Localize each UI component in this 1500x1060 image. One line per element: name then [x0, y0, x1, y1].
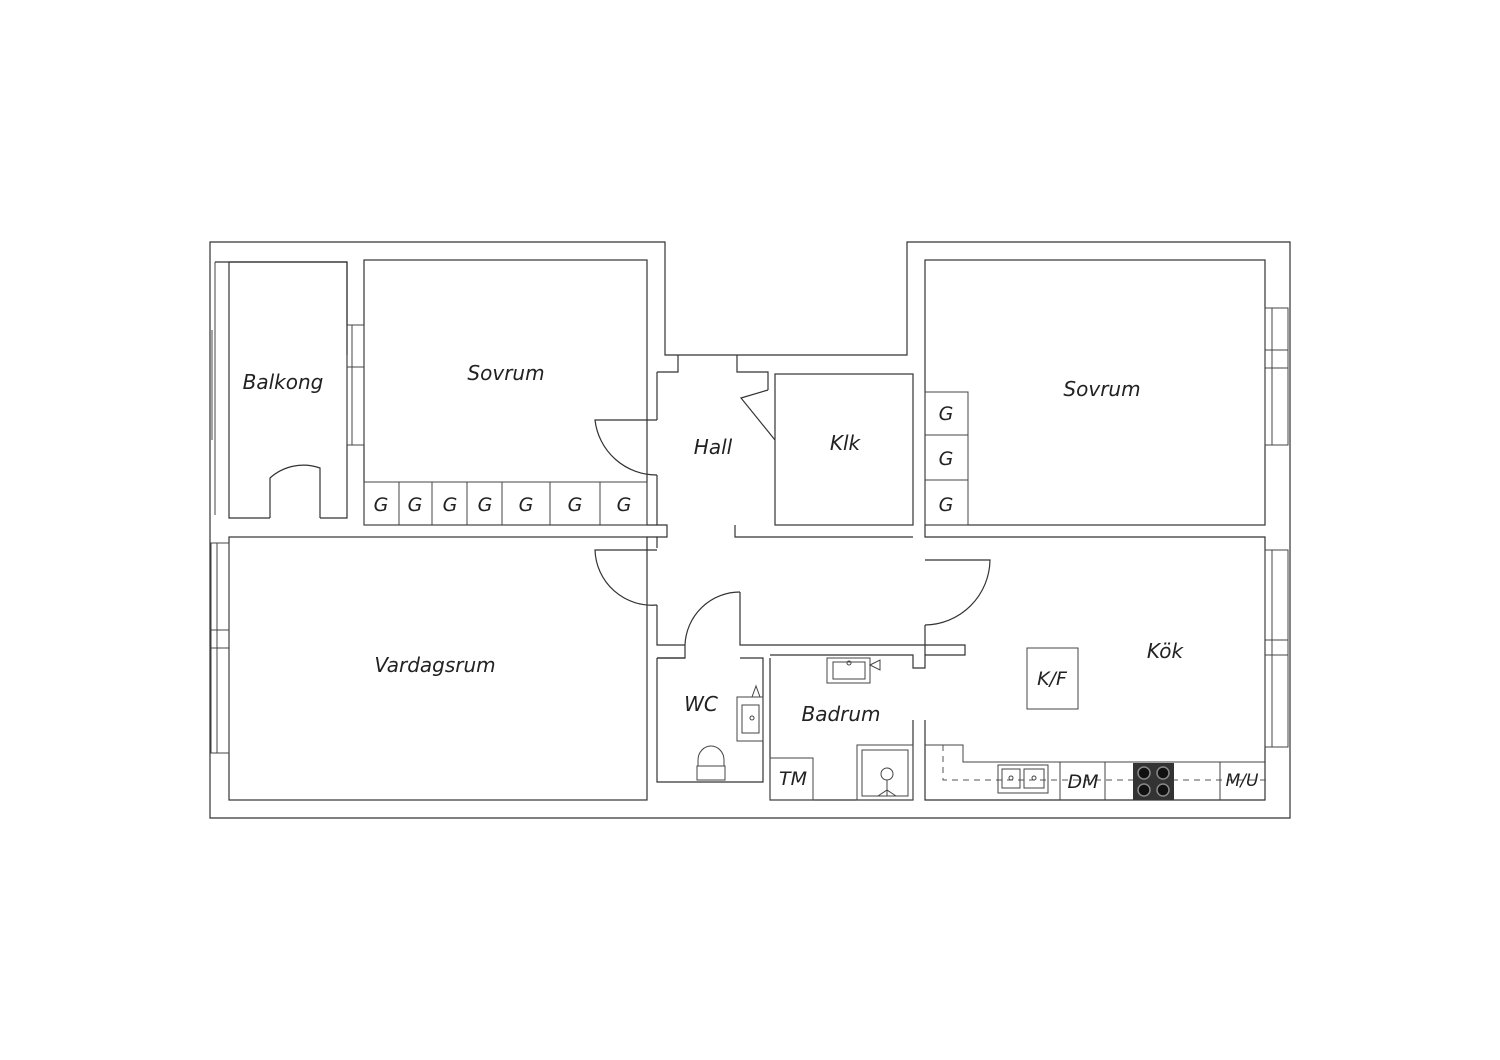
toilet-icon	[696, 745, 726, 781]
bedroom-left	[346, 259, 648, 526]
wardrobe-row-left	[363, 481, 648, 526]
room-label-bathroom: Badrum	[801, 702, 880, 726]
fridge-freezer	[1026, 647, 1079, 710]
wc-room	[656, 591, 764, 783]
wardrobe-label: G	[939, 403, 954, 425]
wardrobe-label: G	[374, 494, 389, 516]
balcony-door	[269, 464, 321, 518]
kitchen	[924, 536, 1289, 801]
stove-icon	[1133, 763, 1174, 800]
bedroom-left-door	[594, 419, 658, 476]
wardrobe-label: G	[568, 494, 583, 516]
wardrobe-label: G	[519, 494, 534, 516]
living-room	[210, 536, 648, 801]
dishwasher-label: DM	[1067, 771, 1098, 793]
wardrobe-column-right	[924, 391, 969, 526]
washing-machine	[769, 757, 814, 801]
wc-door	[657, 591, 741, 659]
bathroom-sink-icon	[826, 657, 881, 684]
room-label-walk-in-closet: Klk	[830, 431, 862, 455]
wardrobe-label: G	[478, 494, 493, 516]
wardrobe-label: G	[443, 494, 458, 516]
room-label-living-room: Vardagsrum	[374, 653, 495, 677]
shower-icon	[856, 744, 914, 801]
room-label-balcony: Balkong	[243, 370, 324, 394]
room-label-bedroom-right: Sovrum	[1063, 377, 1140, 401]
bathroom	[769, 657, 914, 801]
living-room-door	[594, 549, 658, 606]
outer-walls	[209, 241, 1291, 819]
microwave-oven-label: M/U	[1226, 771, 1259, 791]
bedroom-right	[924, 259, 1289, 526]
kitchen-door	[924, 559, 991, 626]
room-label-hall: Hall	[694, 435, 733, 459]
washing-machine-label: TM	[779, 768, 807, 790]
wardrobe-label: G	[408, 494, 423, 516]
closet-door	[739, 389, 776, 441]
hall-walls	[594, 355, 966, 669]
wardrobe-label: G	[939, 448, 954, 470]
kitchen-sink	[997, 764, 1049, 794]
wardrobe-label: G	[617, 494, 632, 516]
walk-in-closet	[734, 373, 1052, 538]
wardrobe-label: G	[939, 494, 954, 516]
fridge-freezer-label: K/F	[1037, 668, 1068, 690]
room-label-bedroom-left: Sovrum	[467, 361, 544, 385]
room-label-wc: WC	[684, 692, 718, 716]
wc-sink-icon	[736, 684, 764, 742]
room-label-kitchen: Kök	[1147, 639, 1185, 663]
